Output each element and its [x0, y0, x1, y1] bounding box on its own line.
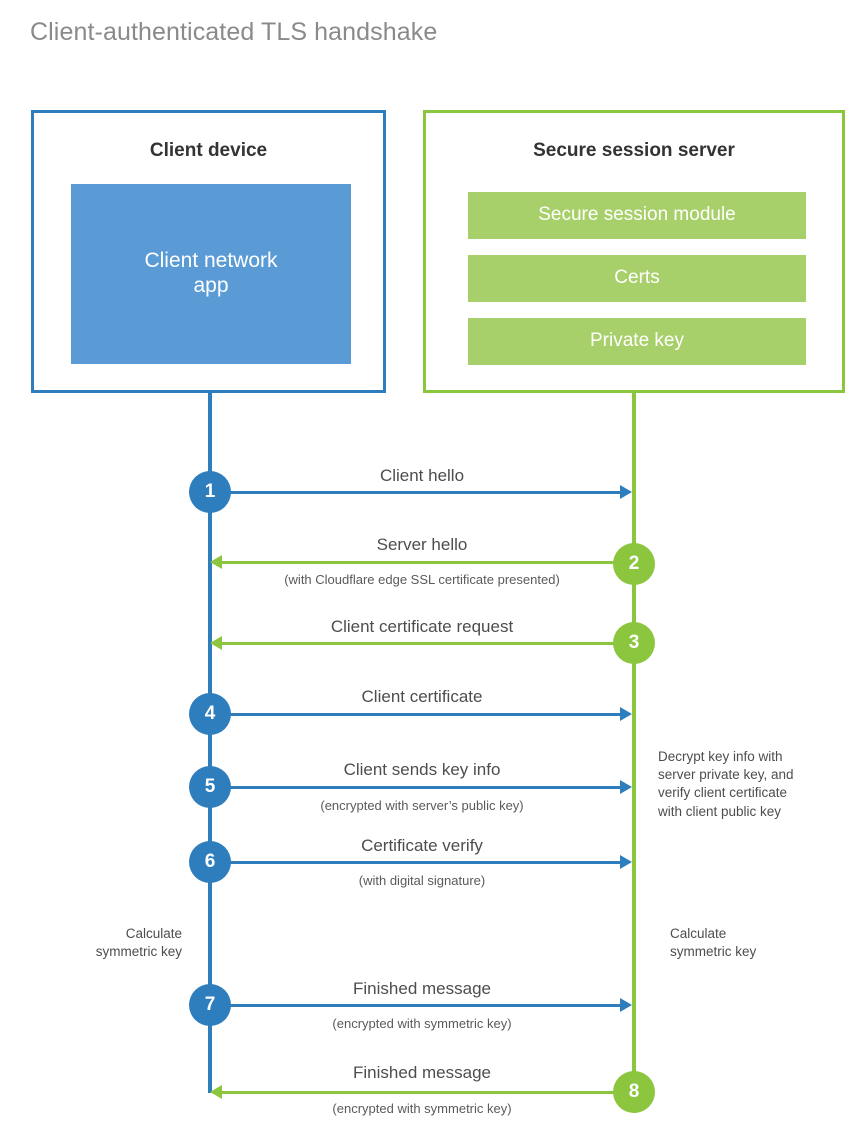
step-2-sublabel: (with Cloudflare edge SSL certificate pr…	[284, 572, 560, 587]
client-device-box: Client device Client network app	[31, 110, 386, 393]
step-7-label: Finished message	[353, 979, 491, 998]
step-3-arrow-head-icon	[210, 636, 222, 650]
secure-session-server-title: Secure session server	[533, 140, 735, 161]
step-8-sublabel: (encrypted with symmetric key)	[332, 1101, 512, 1116]
step-7-arrow-head-icon	[620, 998, 632, 1012]
step-1-circle[interactable]: 1	[189, 471, 231, 513]
server-item-private-key: Private key	[468, 318, 806, 365]
server-calculate-line1: Calculate	[670, 926, 727, 941]
step-5-label: Client sends key info	[343, 760, 501, 779]
step-8-label: Finished message	[353, 1063, 491, 1082]
server-item-secure-session-module: Secure session module	[468, 192, 806, 239]
step-4-label: Client certificate	[361, 687, 483, 706]
step-5-arrow-head-icon	[620, 780, 632, 794]
step-4-circle[interactable]: 4	[189, 693, 231, 735]
client-lifeline	[208, 393, 212, 1093]
step-8-circle[interactable]: 8	[613, 1071, 655, 1113]
step-3-label: Client certificate request	[330, 617, 514, 636]
step-2-arrow-line	[222, 561, 634, 564]
step-8-arrow-head-icon	[210, 1085, 222, 1099]
step-6-sublabel: (with digital signature)	[358, 873, 486, 888]
step-4-arrow-head-icon	[620, 707, 632, 721]
step-1-arrow-line	[210, 491, 622, 494]
step-3-circle[interactable]: 3	[613, 622, 655, 664]
client-device-title: Client device	[149, 140, 268, 161]
step-6-arrow-line	[210, 861, 622, 864]
step-6-arrow-head-icon	[620, 855, 632, 869]
server-decrypt-line2: server private key, and	[658, 767, 794, 783]
server-calculate-line2: symmetric key	[670, 944, 757, 960]
client-app-label-line1: Client network	[144, 249, 278, 273]
client-network-app-block: Client network app	[71, 184, 351, 364]
client-app-label-line2: app	[193, 274, 229, 297]
step-2-circle[interactable]: 2	[613, 543, 655, 585]
step-5-arrow-line	[210, 786, 622, 789]
client-calculate-line1: Calculate	[125, 926, 182, 941]
client-calculate-symmetric-key-annotation: Calculate symmetric key	[20, 925, 182, 961]
step-7-arrow-line	[210, 1004, 622, 1007]
step-1-arrow-head-icon	[620, 485, 632, 499]
step-3-arrow-line	[222, 642, 634, 645]
step-6-circle[interactable]: 6	[189, 841, 231, 883]
client-calculate-line2: symmetric key	[95, 944, 182, 960]
server-decrypt-line4: with client public key	[658, 803, 782, 819]
server-decrypt-line3: verify client certificate	[658, 785, 788, 801]
server-lifeline	[632, 393, 636, 1093]
step-4-arrow-line	[210, 713, 622, 716]
step-6-label: Certificate verify	[361, 836, 483, 855]
step-5-circle[interactable]: 5	[189, 766, 231, 808]
server-calculate-symmetric-key-annotation: Calculate symmetric key	[670, 925, 840, 961]
server-decrypt-line1: Decrypt key info with	[658, 749, 783, 764]
step-8-arrow-line	[222, 1091, 634, 1094]
secure-session-server-box: Secure session server Secure session mod…	[423, 110, 845, 393]
step-2-label: Server hello	[376, 535, 468, 554]
step-1-label: Client hello	[379, 466, 465, 485]
step-5-sublabel: (encrypted with server’s public key)	[320, 798, 524, 813]
server-item-certs: Certs	[468, 255, 806, 302]
step-7-circle[interactable]: 7	[189, 984, 231, 1026]
page-title: Client-authenticated TLS handshake	[30, 18, 438, 46]
step-7-sublabel: (encrypted with symmetric key)	[332, 1016, 512, 1031]
server-decrypt-annotation: Decrypt key info with server private key…	[658, 748, 848, 821]
step-2-arrow-head-icon	[210, 555, 222, 569]
